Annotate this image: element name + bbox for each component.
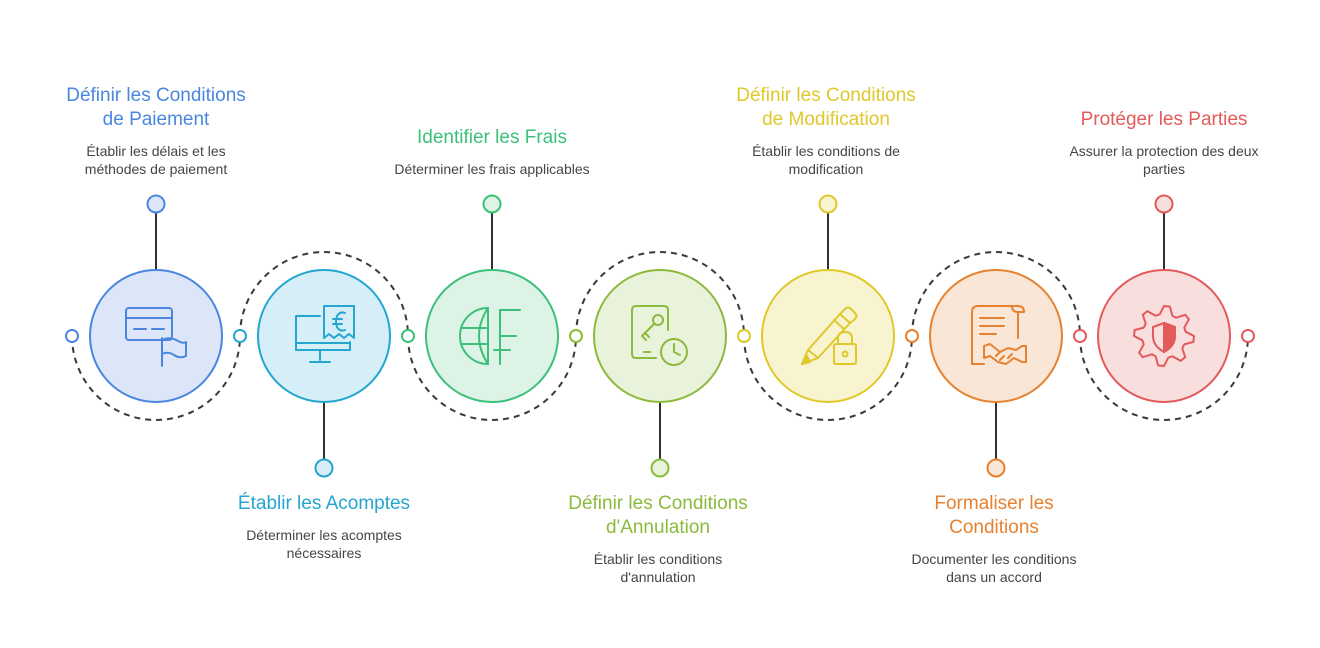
step-7-node [1097, 269, 1231, 403]
franc-globe-icon [459, 307, 521, 365]
step-7-label: Protéger les Parties Assurer la protecti… [1049, 108, 1279, 178]
stem-dot-7 [1154, 194, 1174, 214]
junction-dot-2 [233, 329, 247, 343]
step-nodes [89, 269, 1231, 403]
credit-card-flag-icon [125, 307, 187, 367]
phone-key-clock-icon [631, 305, 688, 366]
step-1-title: Définir les Conditions de Paiement [66, 85, 246, 130]
step-3-circle [425, 269, 559, 403]
junction-dot-6 [905, 329, 919, 343]
step-4-node [593, 269, 727, 403]
pencil-lock-icon [801, 306, 858, 365]
junction-dot-4 [569, 329, 583, 343]
step-2-title: Établir les Acomptes [237, 493, 411, 514]
dashed-arc-3 [407, 335, 577, 421]
stem-dot-6 [986, 458, 1006, 478]
step-4-title: Définir les Conditions d'Annulation [568, 493, 748, 538]
step-6-circle [929, 269, 1063, 403]
step-4-label: Définir les Conditions d'Annulation Étab… [548, 492, 768, 586]
stem-dot-2 [314, 458, 334, 478]
junction-dot-3 [401, 329, 415, 343]
junction-dot-7 [1073, 329, 1087, 343]
stem-dot-5 [818, 194, 838, 214]
dashed-arc-4 [575, 251, 745, 337]
step-2-node [257, 269, 391, 403]
step-2-description: Déterminer les acomptes nécessaires [246, 527, 402, 561]
step-3-label: Identifier les Frais Déterminer les frai… [372, 126, 612, 178]
junction-dot-8 [1241, 329, 1255, 343]
step-6-description: Documenter les conditions dans un accord [911, 551, 1077, 585]
step-3-title: Identifier les Frais [417, 127, 567, 148]
dashed-arc-7 [1079, 335, 1249, 421]
step-5-description: Établir les conditions de modification [752, 143, 900, 177]
step-5-node [761, 269, 895, 403]
step-2-label: Établir les Acomptes Déterminer les acom… [214, 492, 434, 562]
gear-shield-icon [1133, 305, 1195, 367]
dashed-connector-path [65, 251, 1255, 421]
step-1-label: Définir les Conditions de Paiement Établ… [46, 84, 266, 178]
step-3-node [425, 269, 559, 403]
step-5-label: Définir les Conditions de Modification É… [716, 84, 936, 178]
step-1-node [89, 269, 223, 403]
document-handshake-icon [971, 305, 1027, 365]
stem-dot-4 [650, 458, 670, 478]
step-7-title: Protéger les Parties [1080, 109, 1248, 130]
step-6-title: Formaliser les Conditions [934, 493, 1054, 538]
stem-dot-1 [146, 194, 166, 214]
step-3-description: Déterminer les frais applicables [394, 161, 590, 177]
monitor-euro-receipt-icon [295, 305, 355, 363]
stems [146, 194, 1174, 478]
step-4-description: Établir les conditions d'annulation [593, 551, 723, 585]
step-6-node [929, 269, 1063, 403]
step-1-description: Établir les délais et les méthodes de pa… [84, 143, 228, 177]
step-6-label: Formaliser les Conditions Documenter les… [884, 492, 1104, 586]
step-1-circle [89, 269, 223, 403]
dashed-arc-2 [239, 251, 409, 337]
junction-dot-5 [737, 329, 751, 343]
step-5-title: Définir les Conditions de Modification [736, 85, 916, 130]
dashed-arc-6 [911, 251, 1081, 337]
dashed-arc-1 [71, 335, 241, 421]
step-7-description: Assurer la protection des deux parties [1069, 143, 1259, 177]
step-4-circle [593, 269, 727, 403]
step-5-circle [761, 269, 895, 403]
stem-dot-3 [482, 194, 502, 214]
dashed-arc-5 [743, 335, 913, 421]
junction-dot-1 [65, 329, 79, 343]
